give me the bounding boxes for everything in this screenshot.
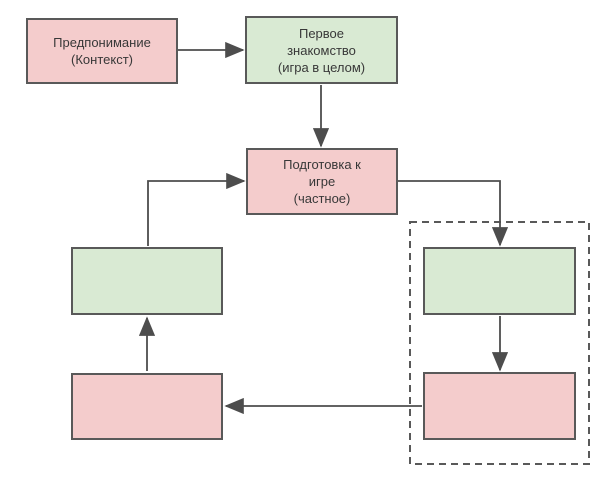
node-right-pink-empty — [423, 372, 576, 440]
node-preparation: Подготовка к игре (частное) — [246, 148, 398, 215]
node-left-green-empty — [71, 247, 223, 315]
arrow-left-green-to-preparation — [147, 172, 246, 246]
arrow-preparation-to-right-green — [398, 180, 509, 247]
node-precontext: Предпонимание (Контекст) — [26, 18, 178, 84]
node-left-pink-empty — [71, 373, 223, 440]
node-right-green-empty — [423, 247, 576, 315]
node-first-acquaintance: Первое знакомство (игра в целом) — [245, 16, 398, 84]
